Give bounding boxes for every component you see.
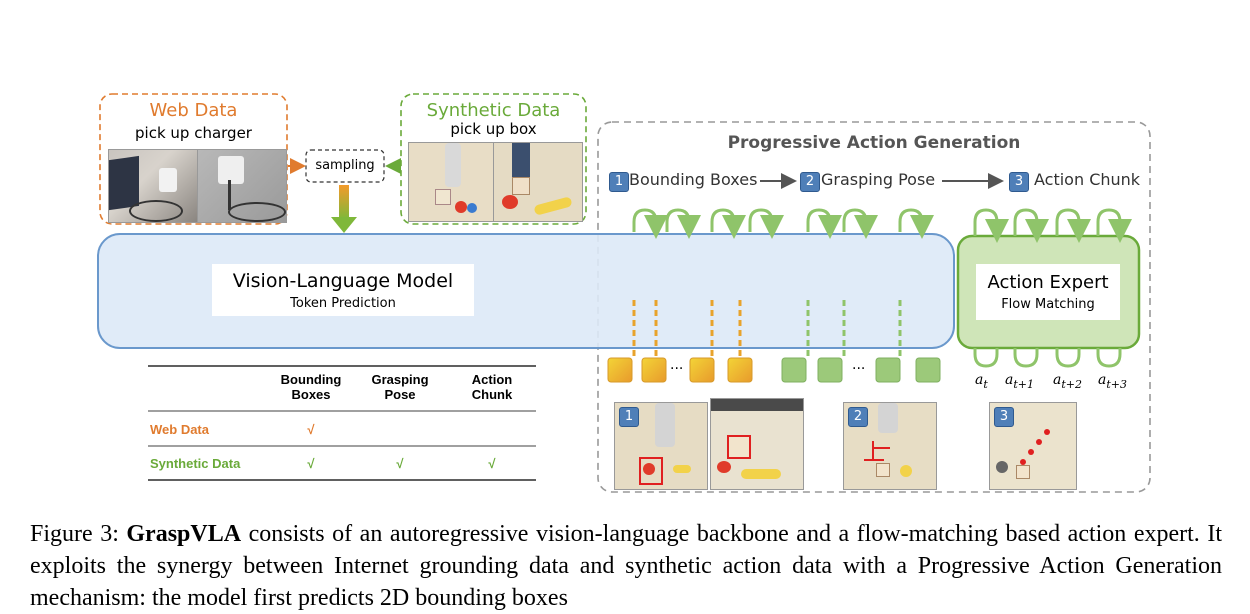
table-row-synthetic-label: Synthetic Data xyxy=(150,456,241,471)
table-row-synthetic-mark-bbox: √ xyxy=(307,456,315,471)
table-row-synthetic-mark-grasp: √ xyxy=(396,456,404,471)
web-photo-laptop xyxy=(108,149,198,223)
table-header-bbox: Bounding Boxes xyxy=(280,372,342,402)
action-expert-label-panel xyxy=(976,264,1120,320)
table-row-web-label: Web Data xyxy=(150,422,209,437)
bbox-token xyxy=(641,357,667,383)
example-badge-2: 2 xyxy=(848,407,868,427)
caption-name: GraspVLA xyxy=(126,521,242,547)
vlm-body xyxy=(97,233,955,349)
pose-token xyxy=(817,357,843,383)
synthetic-photo-2 xyxy=(493,142,583,222)
pose-token xyxy=(781,357,807,383)
table-header-action: Action Chunk xyxy=(471,372,513,402)
action-expert-subtitle: Flow Matching xyxy=(1001,297,1095,312)
stage-2-label: Grasping Pose xyxy=(821,170,936,189)
example-bbox-2 xyxy=(710,398,804,490)
action-expert-title: Action Expert xyxy=(987,272,1109,293)
web-photo-charger xyxy=(197,149,287,223)
synthetic-photo-1 xyxy=(408,142,494,222)
pose-token xyxy=(915,357,941,383)
example-action-chunk: 3 xyxy=(989,402,1077,490)
action-label-t: at xyxy=(975,372,988,391)
figure-caption: Figure 3: GraspVLA consists of an autore… xyxy=(30,518,1222,614)
table-row-synthetic-mark-action: √ xyxy=(488,456,496,471)
stage-1-badge: 1 xyxy=(609,172,629,192)
table-row-web-mark-bbox: √ xyxy=(307,422,315,437)
token-row xyxy=(607,357,941,383)
token-ellipsis-pose: ... xyxy=(852,357,866,373)
vlm-subtitle: Token Prediction xyxy=(290,296,396,311)
action-label-t1: at+1 xyxy=(1005,372,1034,391)
example-badge-1: 1 xyxy=(619,407,639,427)
example-grasp: 2 xyxy=(843,402,937,490)
sampling-label: sampling xyxy=(315,158,375,173)
stage-3-badge: 3 xyxy=(1009,172,1029,192)
synthetic-data-title: Synthetic Data xyxy=(426,100,561,121)
pose-token xyxy=(875,357,901,383)
action-label-t2: at+2 xyxy=(1053,372,1082,391)
caption-label: Figure 3: xyxy=(30,521,119,547)
example-badge-3: 3 xyxy=(994,407,1014,427)
bbox-token xyxy=(727,357,753,383)
vlm-title: Vision-Language Model xyxy=(232,270,454,292)
progressive-title: Progressive Action Generation xyxy=(727,133,1021,153)
bbox-token xyxy=(689,357,715,383)
synthetic-data-box xyxy=(400,93,587,225)
synthetic-data-instruction: pick up box xyxy=(450,120,537,138)
bbox-token xyxy=(607,357,633,383)
web-data-title: Web Data xyxy=(149,100,238,121)
action-label-t3: at+3 xyxy=(1098,372,1127,391)
stage-1-label: Bounding Boxes xyxy=(629,170,758,189)
architecture-diagram xyxy=(97,93,1151,493)
token-ellipsis-bbox: ... xyxy=(670,357,684,373)
table-header-grasp: Grasping Pose xyxy=(371,372,429,402)
vlm-label-panel xyxy=(212,264,474,316)
stage-3-label: Action Chunk xyxy=(1034,170,1141,189)
sampling-box xyxy=(305,149,385,183)
web-data-instruction: pick up charger xyxy=(135,124,252,142)
stage-2-badge: 2 xyxy=(800,172,820,192)
example-bbox-1: 1 xyxy=(614,402,708,490)
web-data-box xyxy=(99,93,288,225)
